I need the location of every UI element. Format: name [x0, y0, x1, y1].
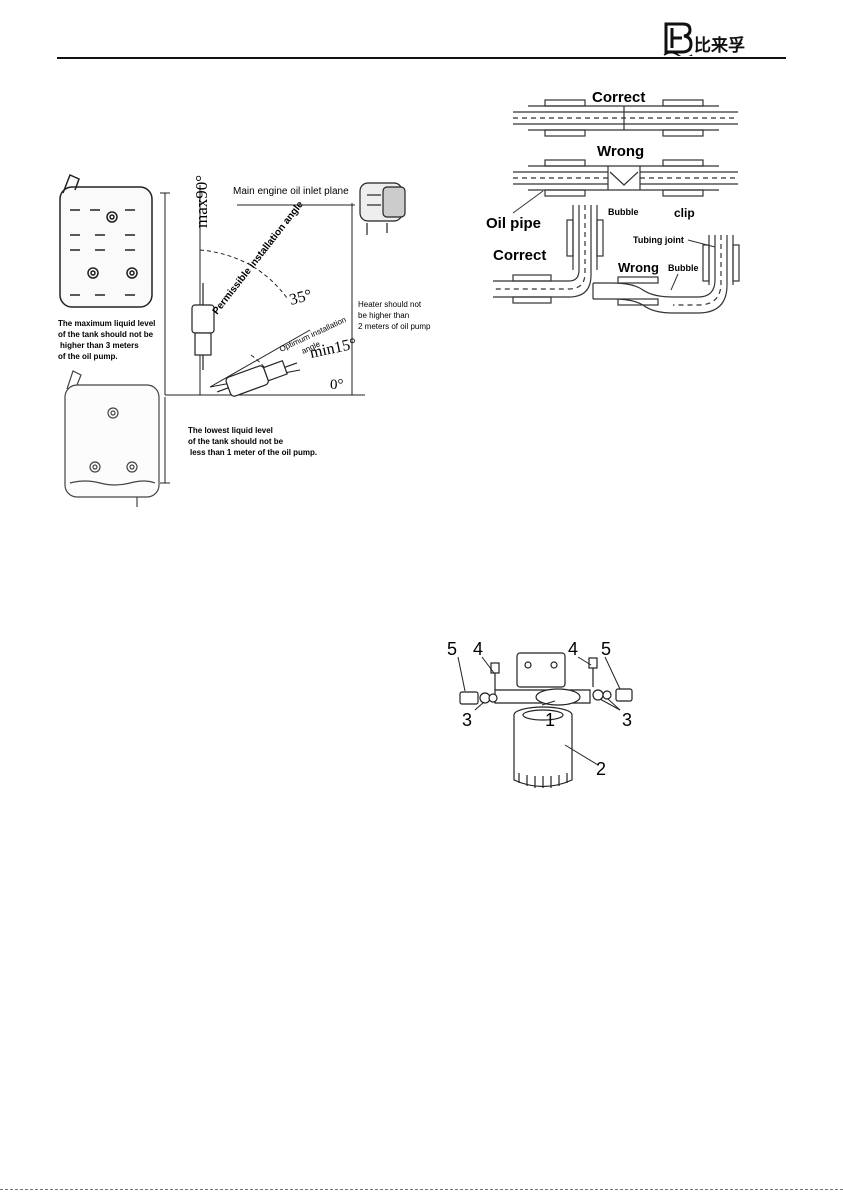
low-level-note: The lowest liquid level of the tank shou… [188, 426, 317, 457]
filter-cartridge [513, 715, 573, 788]
low-level-line-2: of the tank should not be [188, 437, 284, 446]
inlet-plane-label: Main engine oil inlet plane [233, 186, 349, 197]
max-level-line-2: of the tank should not be [58, 330, 154, 339]
callout-4-right: 4 [568, 639, 578, 659]
callout-3-right: 3 [622, 710, 632, 730]
callout-1: 1 [545, 710, 555, 730]
pump-installation-diagram: max90° Permissible installation angle 35… [58, 173, 431, 507]
mounting-bracket [516, 652, 566, 688]
header-divider [57, 57, 786, 59]
max-level-line-4: of the oil pump. [58, 352, 118, 361]
callout-2: 2 [596, 759, 606, 779]
callout-5-right: 5 [601, 639, 611, 659]
callout-5-left: 5 [447, 639, 457, 659]
angle-35-label: 35° [288, 287, 314, 309]
max-level-line-3: higher than 3 meters [60, 341, 139, 350]
banjo-bolt-left [459, 691, 479, 705]
correct-bottom-label: Correct [493, 247, 546, 264]
correct-straight-joint [513, 99, 738, 137]
heater-note-line-3: 2 meters of oil pump [358, 322, 431, 331]
bubble-top-label: Bubble [608, 207, 639, 217]
oil-pump-vertical [191, 283, 215, 370]
max-level-line-1: The maximum liquid level [58, 319, 155, 328]
upper-fuel-tank [59, 173, 153, 308]
wrong-bend-joint [592, 235, 740, 314]
zero-angle-label: 0° [330, 377, 344, 393]
oil-pipe-label: Oil pipe [486, 215, 541, 232]
fuel-filter-assembly: 5 4 4 5 3 1 3 2 [447, 639, 633, 788]
callout-3-left: 3 [462, 710, 472, 730]
max-angle-label: max90° [192, 175, 211, 228]
low-level-line-3: less than 1 meter of the oil pump. [190, 448, 317, 457]
correct-bend-joint [493, 205, 604, 304]
low-level-line-1: The lowest liquid level [188, 426, 273, 435]
correct-top-label: Correct [592, 89, 645, 106]
banjo-bolt-right [615, 688, 633, 702]
pipe-connection-diagram: Correct Wrong Bubble clip Oil pipe Corre… [486, 89, 740, 314]
max-level-note: The maximum liquid level of the tank sho… [58, 319, 158, 361]
heater-note: Heater should not be higher than 2 meter… [358, 300, 431, 331]
brand-name: 比来孚 [694, 36, 745, 56]
bubble-bottom-label: Bubble [668, 263, 699, 273]
heater-unit [359, 182, 406, 235]
wrong-straight-joint [513, 159, 738, 197]
callout-4-left: 4 [473, 639, 483, 659]
tubing-joint-label: Tubing joint [633, 235, 684, 245]
clip-label: clip [674, 206, 695, 220]
wrong-bottom-label: Wrong [618, 260, 659, 275]
page-bottom-edge [0, 1189, 843, 1190]
oil-pump-angled [216, 359, 298, 397]
brand-logo: 比来孚 [663, 22, 763, 56]
bf-monogram-icon [663, 22, 693, 56]
heater-note-line-2: be higher than [358, 311, 409, 320]
wrong-top-label: Wrong [597, 143, 644, 160]
heater-note-line-1: Heater should not [358, 300, 422, 309]
lower-fuel-tank [64, 370, 160, 507]
